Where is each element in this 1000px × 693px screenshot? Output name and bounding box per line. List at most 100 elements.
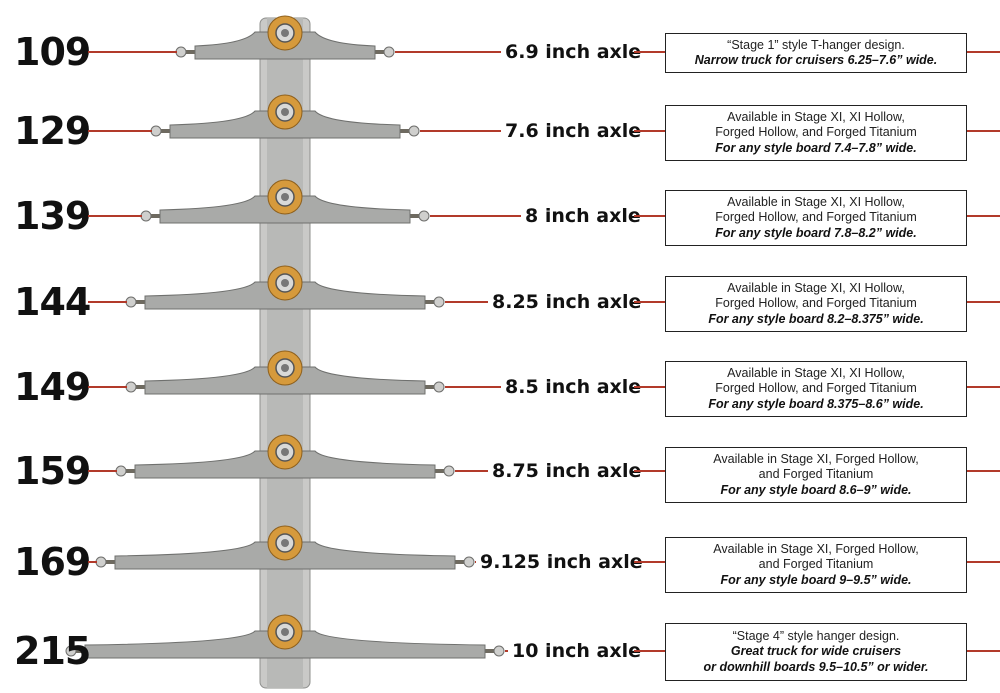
description-box-159: Available in Stage XI, Forged Hollow,and… bbox=[665, 447, 967, 503]
axle-nut-right bbox=[383, 46, 395, 58]
truck-215 bbox=[65, 614, 505, 659]
leader-line-middle bbox=[445, 386, 501, 388]
kingpin bbox=[281, 108, 289, 116]
truck-159 bbox=[115, 434, 455, 479]
truck-169 bbox=[95, 525, 475, 570]
axle-nut-left bbox=[140, 210, 152, 222]
kingpin bbox=[281, 364, 289, 372]
axle-nut-left bbox=[150, 125, 162, 137]
axle-nut-right bbox=[493, 645, 505, 657]
truck-139 bbox=[140, 179, 430, 224]
axle-width-label: 8 inch axle bbox=[525, 205, 641, 227]
leader-line-to-box bbox=[634, 130, 665, 132]
description-box-139: Available in Stage XI, XI Hollow,Forged … bbox=[665, 190, 967, 246]
axle-width-label: 7.6 inch axle bbox=[505, 120, 642, 142]
leader-line-middle bbox=[420, 130, 501, 132]
leader-line-left bbox=[88, 561, 97, 563]
description-line: Available in Stage XI, XI Hollow, bbox=[727, 365, 905, 380]
leader-line-left bbox=[88, 51, 177, 53]
kingpin bbox=[281, 448, 289, 456]
description-box-215: “Stage 4” style hanger design.Great truc… bbox=[665, 623, 967, 681]
description-board-width: For any style board 9–9.5” wide. bbox=[720, 572, 912, 587]
description-line: “Stage 1” style T-hanger design. bbox=[727, 37, 905, 52]
truck-size-label: 139 bbox=[14, 194, 91, 238]
axle-width-label: 9.125 inch axle bbox=[480, 551, 643, 573]
kingpin bbox=[281, 193, 289, 201]
kingpin bbox=[281, 628, 289, 636]
leader-line-middle bbox=[395, 51, 501, 53]
leader-line-middle bbox=[455, 470, 488, 472]
leader-line-right bbox=[967, 130, 1000, 132]
kingpin bbox=[281, 279, 289, 287]
leader-line-to-box bbox=[634, 650, 665, 652]
axle-nut-left bbox=[115, 465, 127, 477]
description-line: and Forged Titanium bbox=[758, 467, 874, 482]
leader-line-left bbox=[88, 130, 152, 132]
leader-line-right bbox=[967, 215, 1000, 217]
description-box-149: Available in Stage XI, XI Hollow,Forged … bbox=[665, 361, 967, 417]
leader-line-right bbox=[967, 301, 1000, 303]
description-line: Forged Hollow, and Forged Titanium bbox=[715, 381, 917, 396]
leader-line-right bbox=[967, 650, 1000, 652]
truck-size-label: 149 bbox=[14, 365, 91, 409]
leader-line-left bbox=[88, 470, 117, 472]
axle-nut-left bbox=[125, 296, 137, 308]
description-line: Forged Hollow, and Forged Titanium bbox=[715, 125, 917, 140]
kingpin bbox=[281, 29, 289, 37]
description-line: Forged Hollow, and Forged Titanium bbox=[715, 296, 917, 311]
axle-nut-right bbox=[408, 125, 420, 137]
axle-width-label: 8.25 inch axle bbox=[492, 291, 642, 313]
axle-nut-right bbox=[433, 381, 445, 393]
leader-line-left bbox=[88, 215, 142, 217]
description-line: Available in Stage XI, XI Hollow, bbox=[727, 109, 905, 124]
leader-line-to-box bbox=[634, 561, 665, 563]
description-box-169: Available in Stage XI, Forged Hollow,and… bbox=[665, 537, 967, 593]
truck-129 bbox=[150, 94, 420, 139]
truck-size-label: 215 bbox=[14, 629, 91, 673]
truck-size-label: 159 bbox=[14, 449, 91, 493]
truck-109 bbox=[175, 15, 395, 60]
description-board-width: or downhill boards 9.5–10.5” or wider. bbox=[703, 659, 929, 674]
axle-nut-right bbox=[463, 556, 475, 568]
description-box-109: “Stage 1” style T-hanger design.Narrow t… bbox=[665, 33, 967, 73]
axle-nut-right bbox=[418, 210, 430, 222]
axle-nut-right bbox=[433, 296, 445, 308]
description-board-width: For any style board 8.6–9” wide. bbox=[720, 482, 912, 497]
description-line: Forged Hollow, and Forged Titanium bbox=[715, 210, 917, 225]
description-line: Available in Stage XI, XI Hollow, bbox=[727, 194, 905, 209]
leader-line-middle bbox=[430, 215, 521, 217]
axle-nut-left bbox=[125, 381, 137, 393]
description-line: Available in Stage XI, Forged Hollow, bbox=[713, 451, 919, 466]
description-line: and Forged Titanium bbox=[758, 557, 874, 572]
description-line: Available in Stage XI, XI Hollow, bbox=[727, 280, 905, 295]
description-board-width: For any style board 8.375–8.6” wide. bbox=[708, 396, 924, 411]
axle-width-label: 8.75 inch axle bbox=[492, 460, 642, 482]
kingpin bbox=[281, 539, 289, 547]
leader-line-middle bbox=[505, 650, 508, 652]
axle-nut-left bbox=[175, 46, 187, 58]
description-board-width: For any style board 8.2–8.375” wide. bbox=[708, 311, 924, 326]
truck-size-label: 129 bbox=[14, 109, 91, 153]
leader-line-right bbox=[967, 386, 1000, 388]
description-board-width: For any style board 7.4–7.8” wide. bbox=[715, 140, 917, 155]
description-board-width: For any style board 7.8–8.2” wide. bbox=[715, 225, 917, 240]
leader-line-to-box bbox=[634, 386, 665, 388]
axle-width-label: 10 inch axle bbox=[512, 640, 641, 662]
truck-size-label: 144 bbox=[14, 280, 91, 324]
truck-149 bbox=[125, 350, 445, 395]
axle-nut-right bbox=[443, 465, 455, 477]
axle-width-label: 8.5 inch axle bbox=[505, 376, 642, 398]
leader-line-to-box bbox=[634, 215, 665, 217]
axle-nut-left bbox=[65, 645, 77, 657]
truck-144 bbox=[125, 265, 445, 310]
leader-line-middle bbox=[475, 561, 476, 563]
axle-width-label: 6.9 inch axle bbox=[505, 41, 642, 63]
axle-nut-left bbox=[95, 556, 107, 568]
leader-line-to-box bbox=[634, 301, 665, 303]
description-board-width: Narrow truck for cruisers 6.25–7.6” wide… bbox=[694, 53, 938, 67]
leader-line-middle bbox=[445, 301, 488, 303]
leader-line-right bbox=[967, 561, 1000, 563]
leader-line-to-box bbox=[634, 51, 665, 53]
leader-line-right bbox=[967, 51, 1000, 53]
